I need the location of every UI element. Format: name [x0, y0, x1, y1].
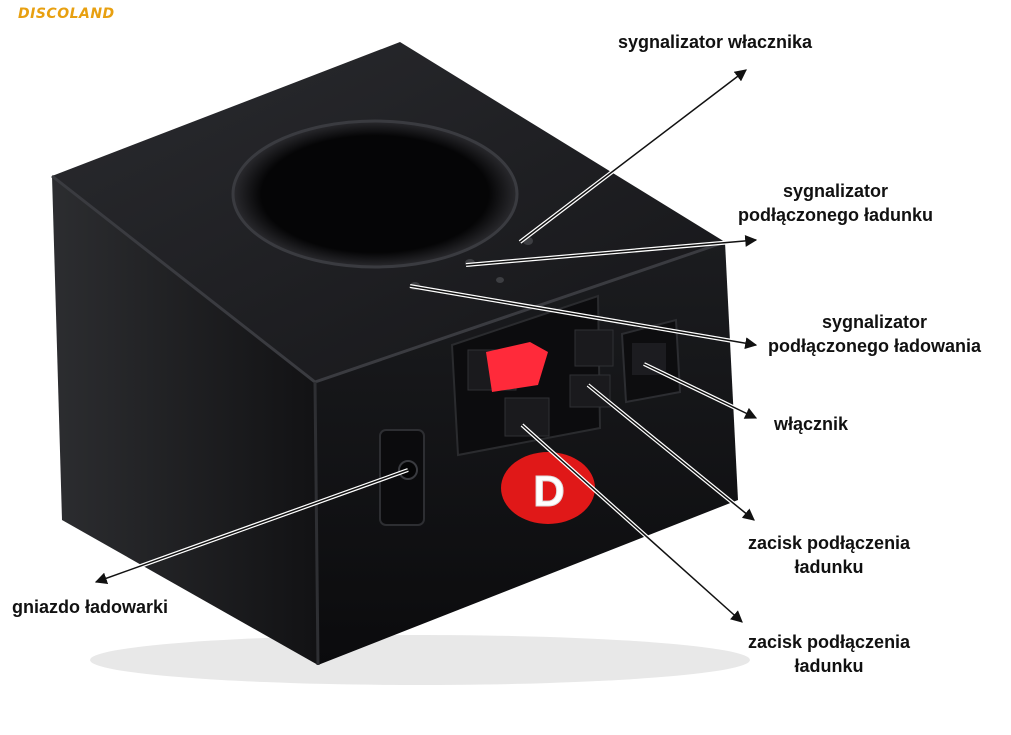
- arrow-charger-socket: [94, 469, 409, 584]
- label-power-indicator: sygnalizator włacznika: [618, 32, 813, 52]
- discoland-logo: DISCOLAND: [18, 6, 115, 22]
- arrow-charging-indicator: [409, 285, 758, 350]
- arrow-load-clamp-2: [521, 424, 743, 623]
- left-face: [52, 176, 318, 665]
- label-load-indicator: sygnalizator podłączonego ładunku: [738, 181, 934, 225]
- small-led: [496, 277, 504, 283]
- label-charger-socket: gniazdo ładowarki: [12, 597, 169, 617]
- label-power-switch: włącznik: [774, 414, 849, 434]
- callout-lines: [94, 68, 758, 624]
- label-load-clamp-2: zacisk podłączenia ładunku: [748, 632, 911, 676]
- round-opening: [231, 119, 519, 269]
- arrow-load-indicator: [465, 234, 758, 266]
- red-clamp-lever[interactable]: [486, 342, 548, 392]
- terminal-slot-3: [574, 329, 614, 367]
- label-load-clamp-1: zacisk podłączenia ładunku: [748, 533, 911, 577]
- arrow-power-switch: [643, 363, 758, 419]
- terminal-slot-4: [569, 374, 611, 408]
- floor-shadow: [90, 635, 750, 685]
- label-charging-indicator: sygnalizator podłączonego ładowania: [768, 312, 982, 356]
- arrow-load-clamp-1: [587, 384, 755, 521]
- front-edge: [313, 381, 320, 666]
- logo-text: DISCOLAND: [18, 6, 115, 22]
- arrow-power-indicator: [519, 69, 747, 243]
- d-badge-letter: D: [533, 467, 565, 516]
